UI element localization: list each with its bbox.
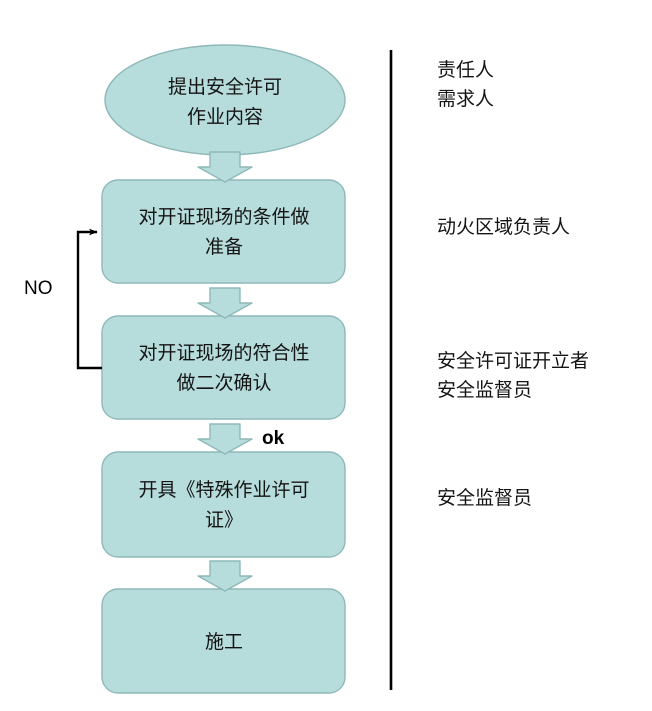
connector-no-loopback [76,228,102,370]
arrow-prep-to-confirm [197,287,253,319]
arrow-start-to-prep [197,151,253,183]
role-label-safety-supervisor: 安全监督员 [437,487,533,509]
node-start-shape[interactable] [104,44,346,156]
role-label-permit-issuer: 安全许可证开立者 安全监督员 [437,350,590,401]
arrow-issue-to-work [197,560,253,592]
role-label-hotwork-area-manager: 动火区域负责人 [437,216,571,238]
role-label-responsible: 责任人 需求人 [437,59,495,110]
arrow-confirm-to-issue [197,423,253,455]
edge-label-ok: ok [262,428,285,449]
node-work-shape[interactable] [101,588,346,694]
node-prep-shape[interactable] [101,179,346,284]
node-confirm-shape[interactable] [101,315,346,420]
edge-label-no: NO [24,278,53,299]
node-issue-shape[interactable] [101,451,346,558]
